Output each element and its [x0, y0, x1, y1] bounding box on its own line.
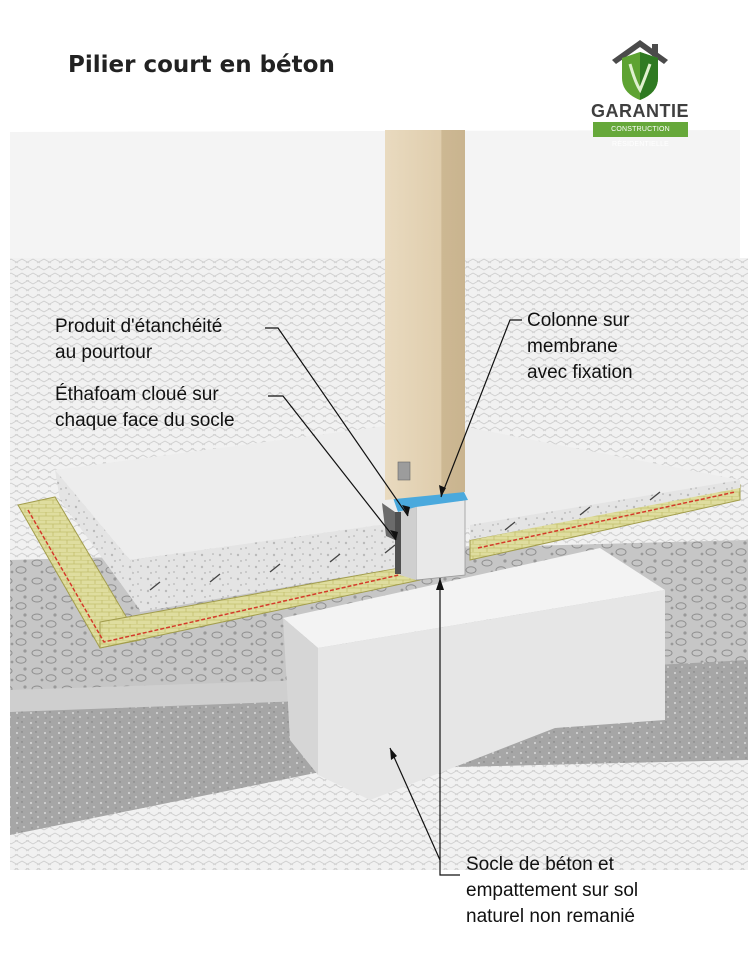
shield-house-icon [612, 40, 668, 100]
logo-tagline: CONSTRUCTION RÉSIDENTIELLE [593, 122, 688, 148]
logo-wordmark: GARANTIE [591, 101, 689, 121]
footing-left [283, 618, 318, 775]
leader-ethafoam [268, 395, 397, 541]
sealant-line [27, 509, 413, 643]
page-title: Pilier court en béton [68, 52, 335, 78]
footing-front [318, 590, 665, 800]
leader-column [440, 319, 522, 498]
pier-side [400, 505, 416, 580]
slab-right-face [470, 480, 740, 540]
garantie-logo: GARANTIE CONSTRUCTION RÉSIDENTIELLE [590, 38, 690, 148]
soil-top-edge [10, 680, 330, 712]
ethafoam-strip [395, 512, 401, 574]
wood-column [385, 130, 465, 500]
column-plate [397, 461, 411, 481]
leader-sealant [265, 327, 409, 517]
pier-face [415, 499, 466, 581]
leader-pier [439, 578, 460, 876]
sealant-line-right [477, 491, 736, 549]
slab-front-face [130, 520, 415, 612]
slab-left-face [55, 470, 140, 610]
leader-footing [389, 747, 441, 861]
footing-top [283, 548, 665, 648]
